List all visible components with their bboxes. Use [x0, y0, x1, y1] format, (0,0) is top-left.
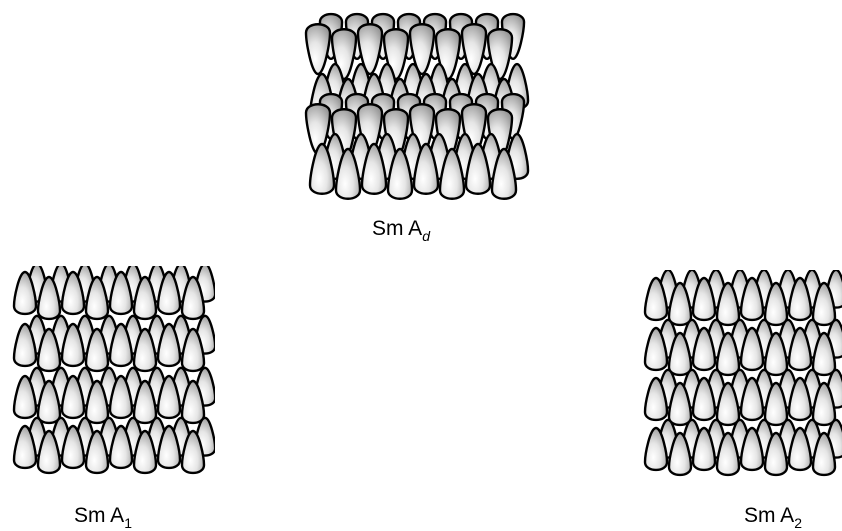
- phase-sma1-illustration: [5, 266, 215, 478]
- sma1-label-text: Sm A: [74, 504, 124, 527]
- phase-sma2-label: Sm A2: [744, 505, 802, 526]
- phase-sma2-illustration: [640, 270, 842, 482]
- phase-sma1-label: Sm A1: [74, 505, 132, 526]
- phase-smad-label: Sm Ad: [372, 218, 430, 239]
- phase-smad-illustration: [300, 10, 530, 202]
- sma1-molecule-stack: [5, 266, 215, 478]
- smad-label-subscript: d: [422, 228, 430, 244]
- molecule: [306, 24, 330, 74]
- sma2-molecule-stack: [640, 270, 842, 482]
- smad-molecule-stack: [300, 10, 530, 202]
- smad-label-text: Sm A: [372, 217, 422, 240]
- sma2-label-text: Sm A: [744, 504, 794, 527]
